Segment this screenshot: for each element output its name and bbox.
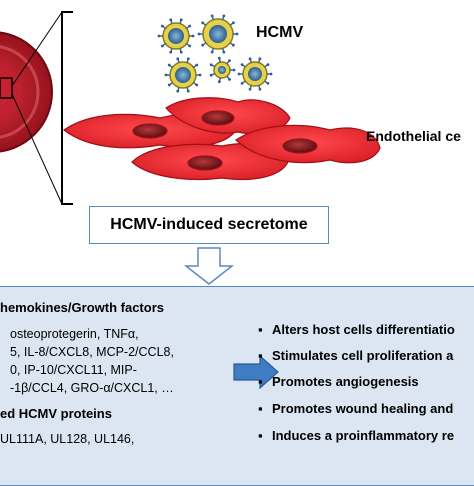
effect-item: ▪Stimulates cell proliferation a (258, 348, 454, 363)
virion-spike-tip (179, 18, 183, 22)
virion-spike-tip (232, 68, 236, 72)
virion-spike-tip (176, 89, 180, 93)
virion-spike-tip (210, 14, 214, 18)
virion-spike-tip (258, 87, 262, 91)
virion-spike-tip (237, 72, 241, 76)
virion-spike-tip (240, 82, 244, 85)
hcmv-virions (162, 18, 268, 89)
virion-spike-tip (157, 34, 161, 38)
endothelial-cells-label: Endothelial ce (366, 128, 461, 144)
virion-spike-tip (164, 73, 168, 77)
virion-spike-tip (222, 50, 226, 54)
right-arrow-icon (233, 354, 279, 390)
chemokines-line: osteoprotegerin, TNFα, (10, 327, 139, 341)
virion-spike-tip (258, 57, 262, 61)
virion-spike-tip (209, 63, 213, 67)
virion-spike-tip (201, 43, 205, 47)
effect-item: ▪Promotes angiogenesis (258, 374, 419, 389)
virion-spike-tip (266, 63, 270, 66)
secretome-panel (0, 286, 474, 486)
bullet-icon: ▪ (258, 401, 263, 416)
virion-spike-tip (231, 21, 235, 25)
bullet-icon: ▪ (258, 428, 263, 443)
effect-item: ▪Alters host cells differentiatio (258, 322, 455, 337)
virion-spike-tip (217, 80, 221, 84)
virion-spike-tip (228, 59, 231, 63)
virion-spike-tip (188, 44, 192, 48)
virion-spikes (157, 14, 273, 93)
chemokines-line: 0, IP-10/CXCL11, MIP- (10, 363, 137, 377)
virion-spike-tip (210, 50, 214, 54)
bullet-icon: ▪ (258, 322, 263, 337)
bullet-icon: ▪ (258, 374, 263, 389)
virion-spike-tip (198, 73, 202, 77)
virion-spike-tip (240, 63, 244, 66)
bullet-icon: ▪ (258, 348, 263, 363)
virion-spike-tip (217, 56, 221, 60)
nucleus (201, 110, 235, 126)
virion-spike-tip (248, 57, 252, 61)
virion-spike-tip (222, 14, 226, 18)
virion-spike-tip (179, 50, 183, 54)
virion-spike-tip (209, 73, 213, 77)
virion-spike-tip (235, 32, 239, 36)
nucleus (187, 155, 223, 171)
virion-spike-tip (160, 44, 164, 48)
virion-spike-tip (169, 50, 173, 54)
blood-vessel-illustration (0, 31, 53, 153)
secretome-box: HCMV-induced secretome (89, 206, 329, 244)
virion-icon (242, 61, 268, 87)
effect-item: ▪Induces a proinflammatory re (258, 428, 455, 443)
virion-spike-tip (228, 77, 231, 81)
down-arrow-icon (183, 247, 235, 285)
hcmv-label: HCMV (256, 24, 304, 41)
virion-spike-tip (197, 32, 201, 36)
secretome-title: HCMV-induced secretome (110, 216, 308, 233)
virion-spike-tip (169, 18, 173, 22)
virion-icon (213, 61, 231, 79)
virion-spike-tip (167, 83, 171, 87)
virion-spike-tip (167, 63, 171, 67)
virion-spike-tip (269, 72, 273, 76)
hcmv-proteins-line: UL111A, UL128, UL146, (0, 432, 135, 446)
nucleus (282, 138, 318, 154)
hcmv-proteins-heading: ed HCMV proteins (0, 406, 112, 421)
chemokines-line: 5, IL-8/CXCL8, MCP-2/CCL8, (10, 345, 174, 359)
nucleus (132, 123, 168, 139)
zoom-line-bottom (11, 93, 63, 205)
virion-spike-tip (248, 87, 252, 91)
virion-spike-tip (191, 34, 195, 38)
virion-spike-tip (186, 57, 190, 61)
virion-icon (202, 18, 234, 50)
virion-icon (169, 61, 197, 89)
virion-icon (162, 22, 190, 50)
virion-spike-tip (176, 57, 180, 61)
virion-spike-tip (195, 83, 199, 87)
virion-spike-tip (195, 63, 199, 67)
virion-spike-tip (160, 24, 164, 28)
vessel-zoom-box (0, 77, 13, 99)
virion-spike-tip (201, 21, 205, 25)
virion-spike-tip (266, 82, 270, 85)
virion-spike-tip (186, 89, 190, 93)
effect-item: ▪Promotes wound healing and (258, 401, 454, 416)
chemokines-heading: hemokines/Growth factors (0, 300, 164, 315)
zoom-line-top (11, 11, 63, 87)
virion-spike-tip (231, 43, 235, 47)
chemokines-line: -1β/CCL4, GRO-α/CXCL1, … (10, 381, 174, 395)
endothelial-cells (62, 97, 381, 181)
virion-spike-tip (188, 24, 192, 28)
zoom-bracket (61, 11, 73, 205)
diagram-scene (0, 11, 381, 285)
